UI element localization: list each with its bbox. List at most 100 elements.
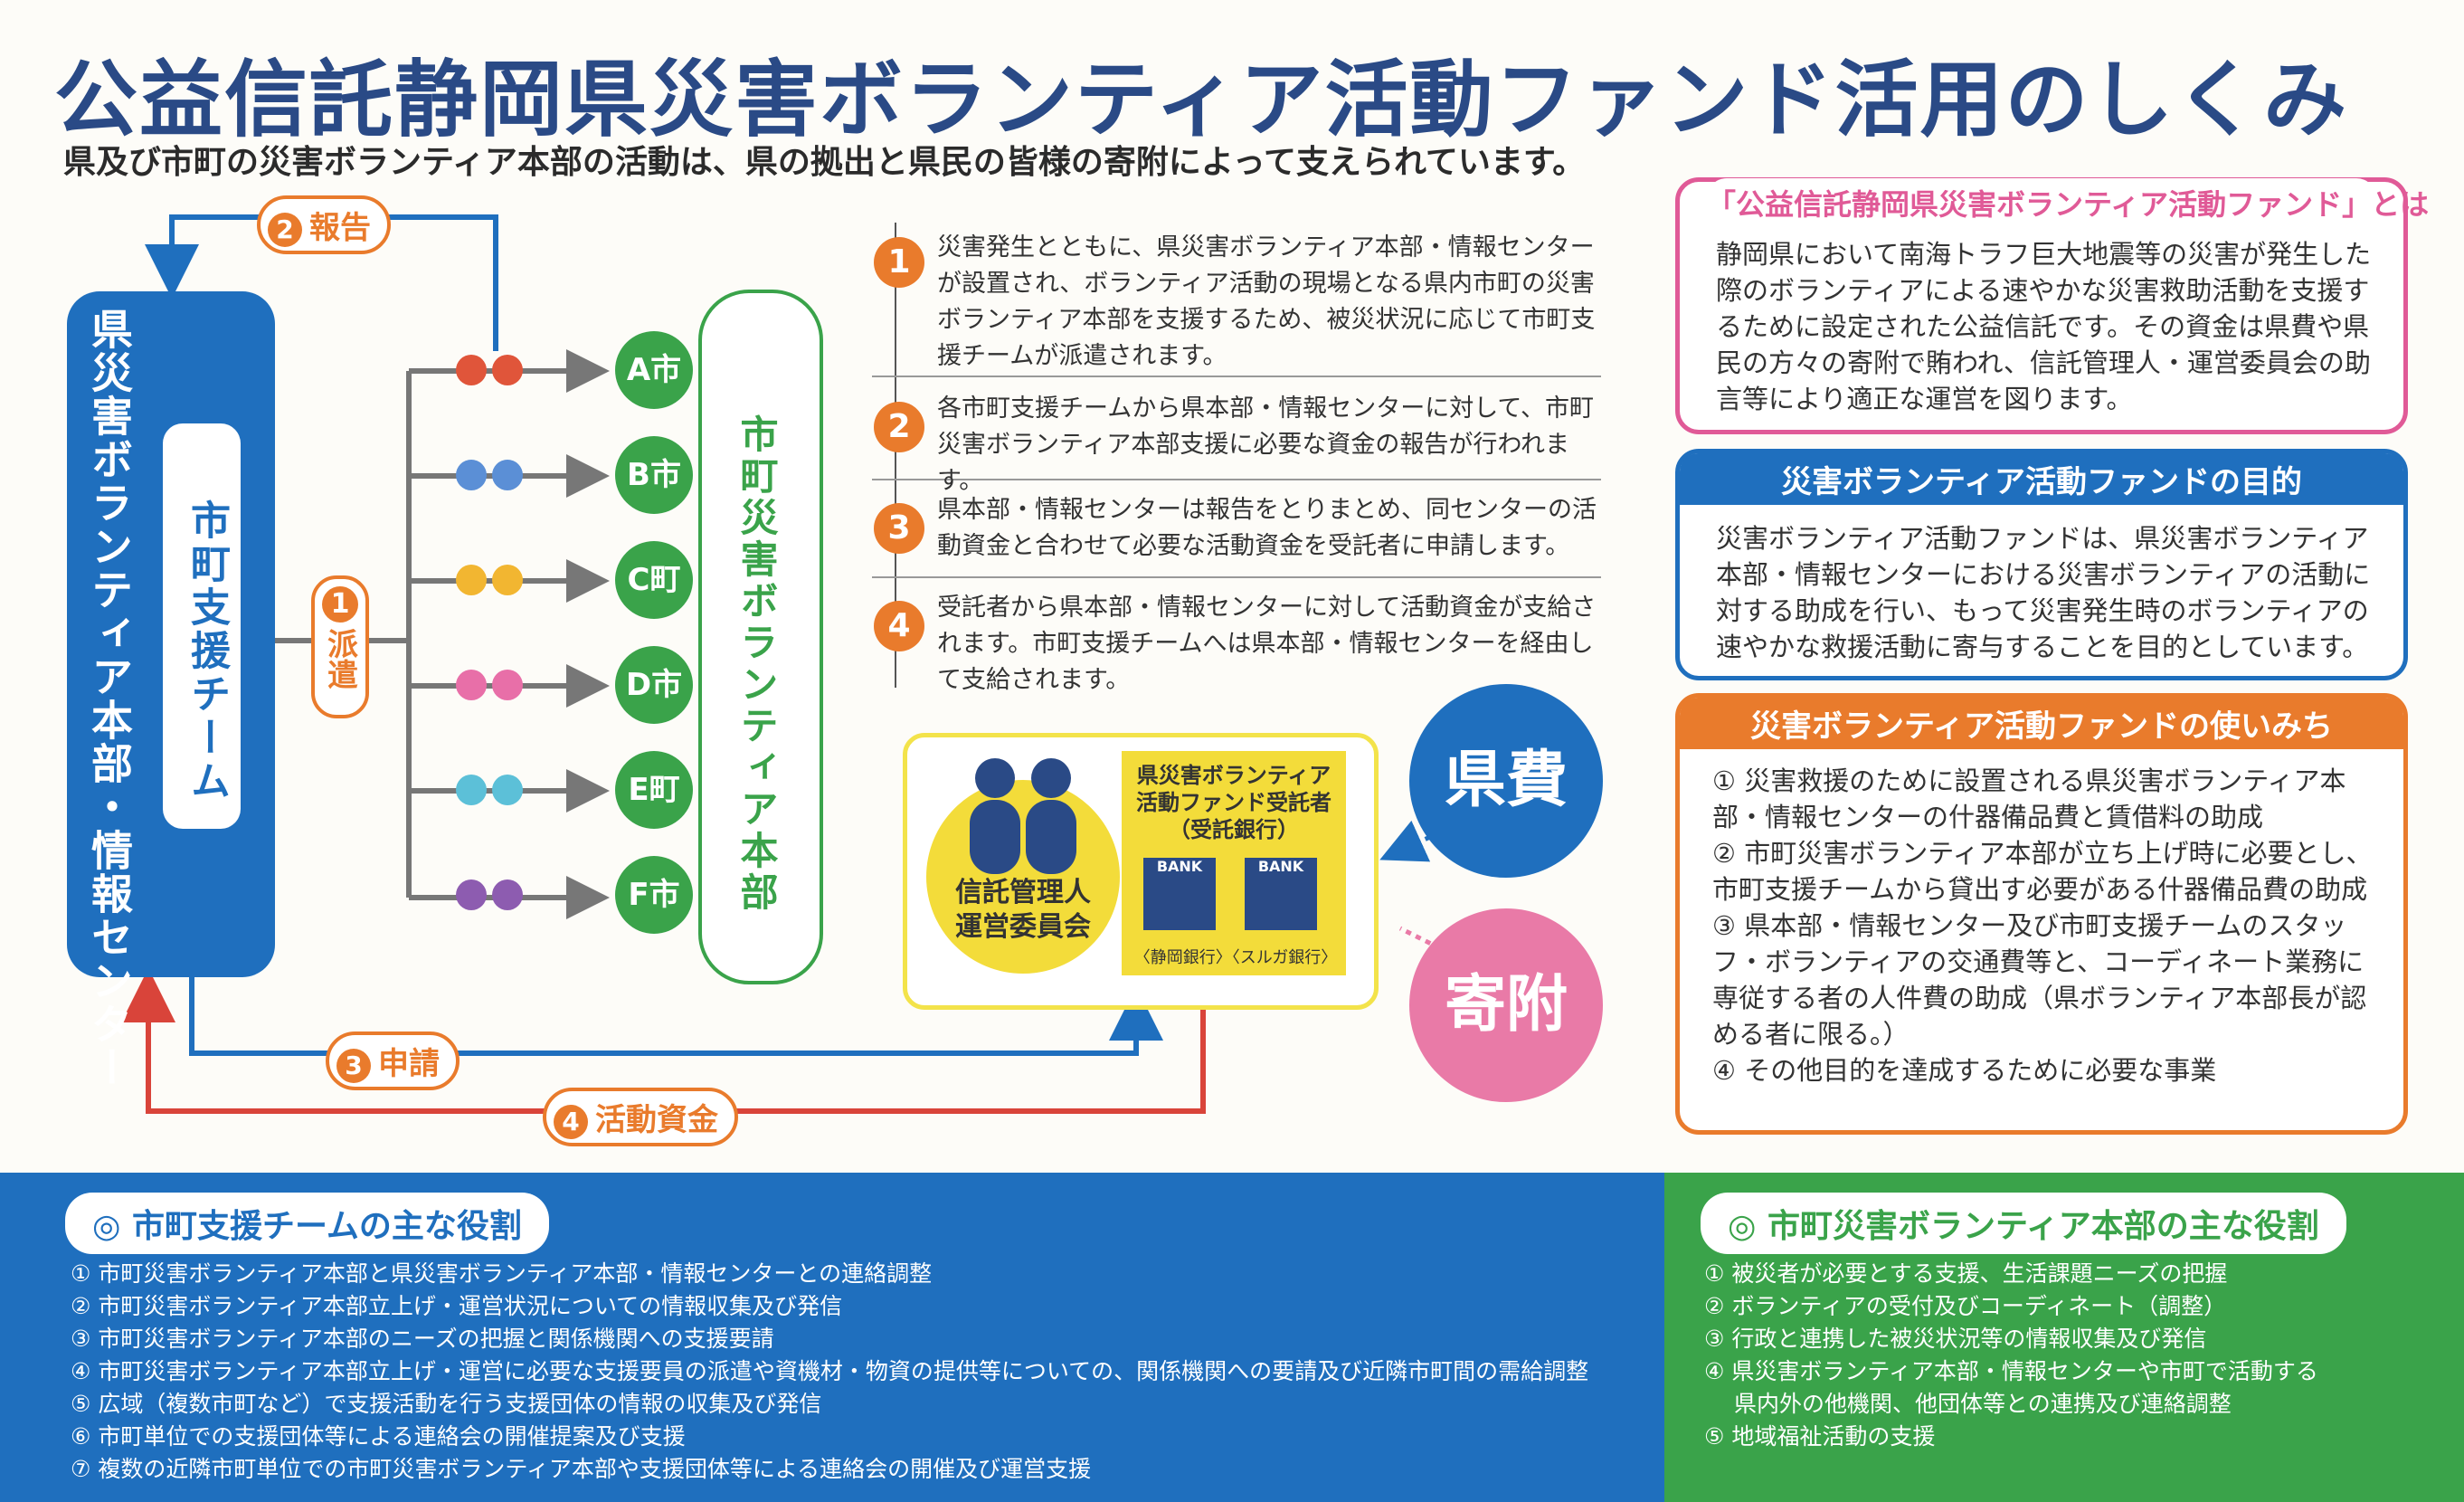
bank-title-line-2: 活動ファンド受託者: [1136, 790, 1332, 815]
bank-names: 〈静岡銀行〉〈スルガ銀行〉: [1133, 948, 1338, 967]
step-number: 2: [874, 402, 924, 452]
bank-title: 県災害ボランティア 活動ファンド受託者 （受託銀行）: [1125, 762, 1342, 843]
hq-role-item: ② ボランティアの受付及びコーディネート（調整）: [1704, 1293, 2227, 1319]
trustee-line-1: 信託管理人: [955, 877, 1091, 908]
team-face-pair-icon: [456, 355, 523, 385]
report-number-badge: 2: [268, 212, 302, 247]
face-icon: [456, 460, 487, 490]
team-face-pair-icon: [456, 879, 523, 910]
team-role-item: ⑦ 複数の近隣市町単位での市町災害ボランティア本部や支援団体等による連絡会の開催…: [71, 1456, 1092, 1482]
usage-panel: 災害ボランティア活動ファンドの使いみち ① 災害救援のために設置される県災害ボラ…: [1675, 693, 2408, 1135]
step-number: 1: [874, 237, 924, 288]
hq-role-item: 県内外の他機関、他団体等との連携及び連絡調整: [1704, 1391, 2232, 1417]
about-panel: 「公益信託静岡県災害ボランティア活動ファンド」とは 静岡県において南海トラフ巨大…: [1675, 177, 2429, 434]
face-icon: [492, 879, 523, 910]
hq-role-item: ① 被災者が必要とする支援、生活課題ニーズの把握: [1704, 1260, 2228, 1287]
city-list: A市 B市 C町 D市 E町 F市: [615, 331, 693, 934]
apply-arrow: [189, 977, 1163, 1056]
team-role-item: ⑤ 広域（複数市町など）で支援活動を行う支援団体の情報の収集及び発信: [71, 1391, 822, 1417]
apply-label: 申請: [378, 1046, 440, 1082]
step-text: 災害発生とともに、県災害ボランティア本部・情報センターが設置され、ボランティア活…: [937, 233, 1596, 370]
team-roles-title: ◎ 市町支援チームの主な役割: [65, 1193, 549, 1254]
city-e: E町: [615, 751, 693, 829]
hq-roles-section: ◎ 市町災害ボランティア本部の主な役割 ① 被災者が必要とする支援、生活課題ニー…: [1664, 1173, 2464, 1502]
usage-item: ① 災害救援のために設置される県災害ボランティア本部・情報センターの什器備品費と…: [1712, 765, 2346, 832]
team-face-pair-icon: [456, 670, 523, 700]
city-hq-label: 市町災害ボランティア本部: [734, 414, 779, 914]
dispatch-label: 派遣: [321, 628, 358, 689]
team-role-item: ① 市町災害ボランティア本部と県災害ボランティア本部・情報センターとの連絡調整: [71, 1260, 933, 1287]
team-face-pair-icon: [456, 775, 523, 805]
step-text: 受託者から県本部・情報センターに対して活動資金が支給されます。市町支援チームへは…: [937, 594, 1597, 694]
team-role-item: ③ 市町災害ボランティア本部のニーズの把握と関係機関への支援要請: [71, 1326, 774, 1352]
hq-role-item: ④ 県災害ボランティア本部・情報センターや市町で活動する: [1704, 1358, 2318, 1384]
dispatch-pill: 1 派遣: [311, 575, 369, 718]
page-subtitle: 県及び市町の災害ボランティア本部の活動は、県の拠出と県民の皆様の寄附によって支え…: [63, 144, 1586, 181]
face-icon: [456, 670, 487, 700]
usage-item: ② 市町災害ボランティア本部が立ち上げ時に必要とし、市町支援チームから貸出す必要…: [1712, 838, 2373, 905]
funds-number-badge: 4: [554, 1104, 588, 1139]
step-number: 4: [874, 601, 924, 651]
team-face-pair-icon: [456, 460, 523, 490]
purpose-title: 災害ボランティア活動ファンドの目的: [1680, 453, 2403, 505]
city-a: A市: [615, 331, 693, 409]
usage-item: ③ 県本部・情報センター及び市町支援チームのスタッフ・ボランティアの交通費等と、…: [1712, 910, 2367, 1050]
team-face-pair-icon: [456, 565, 523, 595]
face-icon: [492, 355, 523, 385]
city-hq-box: [698, 290, 823, 984]
apply-number-badge: 3: [336, 1048, 371, 1083]
team-roles-list: ① 市町災害ボランティア本部と県災害ボランティア本部・情報センターとの連絡調整 …: [71, 1258, 1588, 1486]
face-icon: [492, 775, 523, 805]
bank-title-line-1: 県災害ボランティア: [1136, 763, 1332, 788]
support-team-label: 市町支援チーム: [184, 499, 230, 803]
step-text: 県本部・情報センターは報告をとりまとめ、同センターの活動資金と合わせて必要な活動…: [937, 496, 1597, 560]
hq-roles-title: ◎ 市町災害ボランティア本部の主な役割: [1701, 1193, 2346, 1254]
city-f: F市: [615, 856, 693, 934]
funds-label: 活動資金: [595, 1102, 718, 1138]
usage-item: ④ その他目的を達成するために必要な事業: [1712, 1055, 2217, 1086]
bank-icon: BANK: [1245, 858, 1317, 930]
team-role-item: ② 市町災害ボランティア本部立上げ・運営状況についての情報収集及び発信: [71, 1293, 843, 1319]
report-label: 報告: [309, 210, 371, 246]
purpose-text: 災害ボランティア活動ファンドは、県災害ボランティア本部・情報センターにおける災害…: [1716, 523, 2371, 662]
about-title: 「公益信託静岡県災害ボランティア活動ファンド」とは: [1707, 178, 2429, 227]
support-team-box: [163, 423, 241, 829]
usage-list: ① 災害救援のために設置される県災害ボランティア本部・情報センターの什器備品費と…: [1712, 763, 2382, 1088]
face-icon: [456, 355, 487, 385]
hq-roles-list: ① 被災者が必要とする支援、生活課題ニーズの把握 ② ボランティアの受付及びコー…: [1704, 1258, 2318, 1453]
face-icon: [492, 460, 523, 490]
team-faces: [456, 355, 523, 910]
face-icon: [456, 775, 487, 805]
prefecture-center-label: 県災害ボランティア本部・情報センター: [85, 308, 134, 1089]
donations-circle: 寄附: [1409, 908, 1603, 1102]
face-icon: [456, 565, 487, 595]
bank-title-line-3: （受託銀行）: [1169, 817, 1299, 842]
trustee-label: 信託管理人 運営委員会: [930, 876, 1116, 945]
team-role-item: ⑥ 市町単位での支援団体等による連絡会の開催提案及び支援: [71, 1423, 686, 1450]
bank-icon-label: BANK: [1257, 858, 1304, 875]
face-icon: [492, 565, 523, 595]
step-number: 3: [874, 503, 924, 554]
purpose-panel: 災害ボランティア活動ファンドの目的 災害ボランティア活動ファンドは、県災害ボラン…: [1675, 449, 2408, 680]
city-c: C町: [615, 541, 693, 619]
bank-icon: BANK: [1143, 858, 1216, 930]
trustee-line-2: 運営委員会: [955, 911, 1091, 943]
team-roles-section: ◎ 市町支援チームの主な役割 ① 市町災害ボランティア本部と県災害ボランティア本…: [0, 1173, 1664, 1502]
trustee-circle: [926, 780, 1120, 974]
face-icon: [456, 879, 487, 910]
usage-title: 災害ボランティア活動ファンドの使いみち: [1680, 698, 2403, 749]
hq-role-item: ③ 行政と連携した被災状況等の情報収集及び発信: [1704, 1326, 2207, 1352]
city-b: B市: [615, 436, 693, 514]
city-d: D市: [615, 646, 693, 724]
page-title: 公益信託静岡県災害ボランティア活動ファンド活用のしくみ: [54, 52, 2349, 148]
hq-role-item: ⑤ 地域福祉活動の支援: [1704, 1423, 1936, 1450]
prefecture-funds-circle: 県費: [1409, 684, 1603, 878]
face-icon: [492, 670, 523, 700]
about-text: 静岡県において南海トラフ巨大地震等の災害が発生した際のボランティアによる速やかな…: [1716, 239, 2372, 414]
dispatch-number-badge: 1: [322, 586, 358, 623]
step-text: 各市町支援チームから県本部・情報センターに対して、市町災害ボランティア本部支援に…: [937, 395, 1595, 495]
team-role-item: ④ 市町災害ボランティア本部立上げ・運営に必要な支援要員の派遣や資機材・物資の提…: [71, 1358, 1589, 1384]
